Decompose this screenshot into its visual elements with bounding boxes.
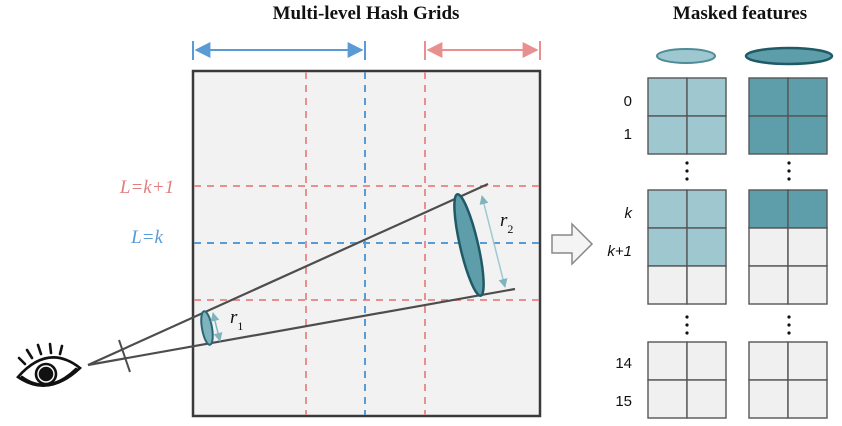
blue-span-arrow xyxy=(192,41,366,60)
dark-feature-ellipse xyxy=(744,46,834,66)
row-label-1: 1 xyxy=(624,126,632,143)
arrow-right-icon xyxy=(551,222,594,266)
title-hash-grids: Multi-level Hash Grids xyxy=(273,3,460,24)
footprint-ellipse-r2 xyxy=(453,193,485,297)
feature-cell xyxy=(748,379,789,419)
label-r2: r2 xyxy=(500,210,513,236)
row-label-15: 15 xyxy=(615,393,632,410)
row-label-14: 14 xyxy=(615,355,632,372)
r2-arrow xyxy=(479,195,508,288)
feature-cell xyxy=(647,341,688,381)
r1-arrow xyxy=(210,312,223,342)
eye-icon xyxy=(16,342,82,387)
feature-cell xyxy=(686,115,727,155)
feature-cell xyxy=(748,265,789,305)
feature-cell xyxy=(647,265,688,305)
ellipsis-dots xyxy=(685,161,791,335)
feature-cell xyxy=(647,77,688,117)
feature-cell xyxy=(787,341,828,381)
feature-cell xyxy=(748,227,789,267)
title-masked-features: Masked features xyxy=(673,3,807,24)
label-level-k: L=k xyxy=(130,227,163,248)
feature-cell xyxy=(787,115,828,155)
feature-cell xyxy=(686,265,727,305)
view-cone xyxy=(87,182,516,373)
row-label-k: k xyxy=(625,205,634,222)
label-level-k-plus-1: L=k+1 xyxy=(119,177,174,198)
feature-cell xyxy=(787,227,828,267)
feature-cell xyxy=(748,77,789,117)
feature-cell xyxy=(787,189,828,229)
feature-cell xyxy=(686,379,727,419)
feature-cell xyxy=(787,265,828,305)
row-label-0: 0 xyxy=(624,93,632,110)
feature-cell xyxy=(686,227,727,267)
feature-cell xyxy=(748,115,789,155)
feature-tables xyxy=(647,77,828,419)
feature-cell xyxy=(686,189,727,229)
row-label-k-plus-1: k+1 xyxy=(607,243,632,260)
feature-cell xyxy=(647,379,688,419)
feature-cell xyxy=(787,77,828,117)
feature-cell xyxy=(647,189,688,229)
feature-cell xyxy=(647,227,688,267)
label-r1: r1 xyxy=(230,307,243,333)
light-feature-ellipse xyxy=(656,48,716,64)
feature-cell xyxy=(748,341,789,381)
feature-cell xyxy=(748,189,789,229)
feature-cell xyxy=(686,77,727,117)
feature-cell xyxy=(647,115,688,155)
feature-cell xyxy=(787,379,828,419)
red-span-arrow xyxy=(424,41,541,60)
feature-cell xyxy=(686,341,727,381)
